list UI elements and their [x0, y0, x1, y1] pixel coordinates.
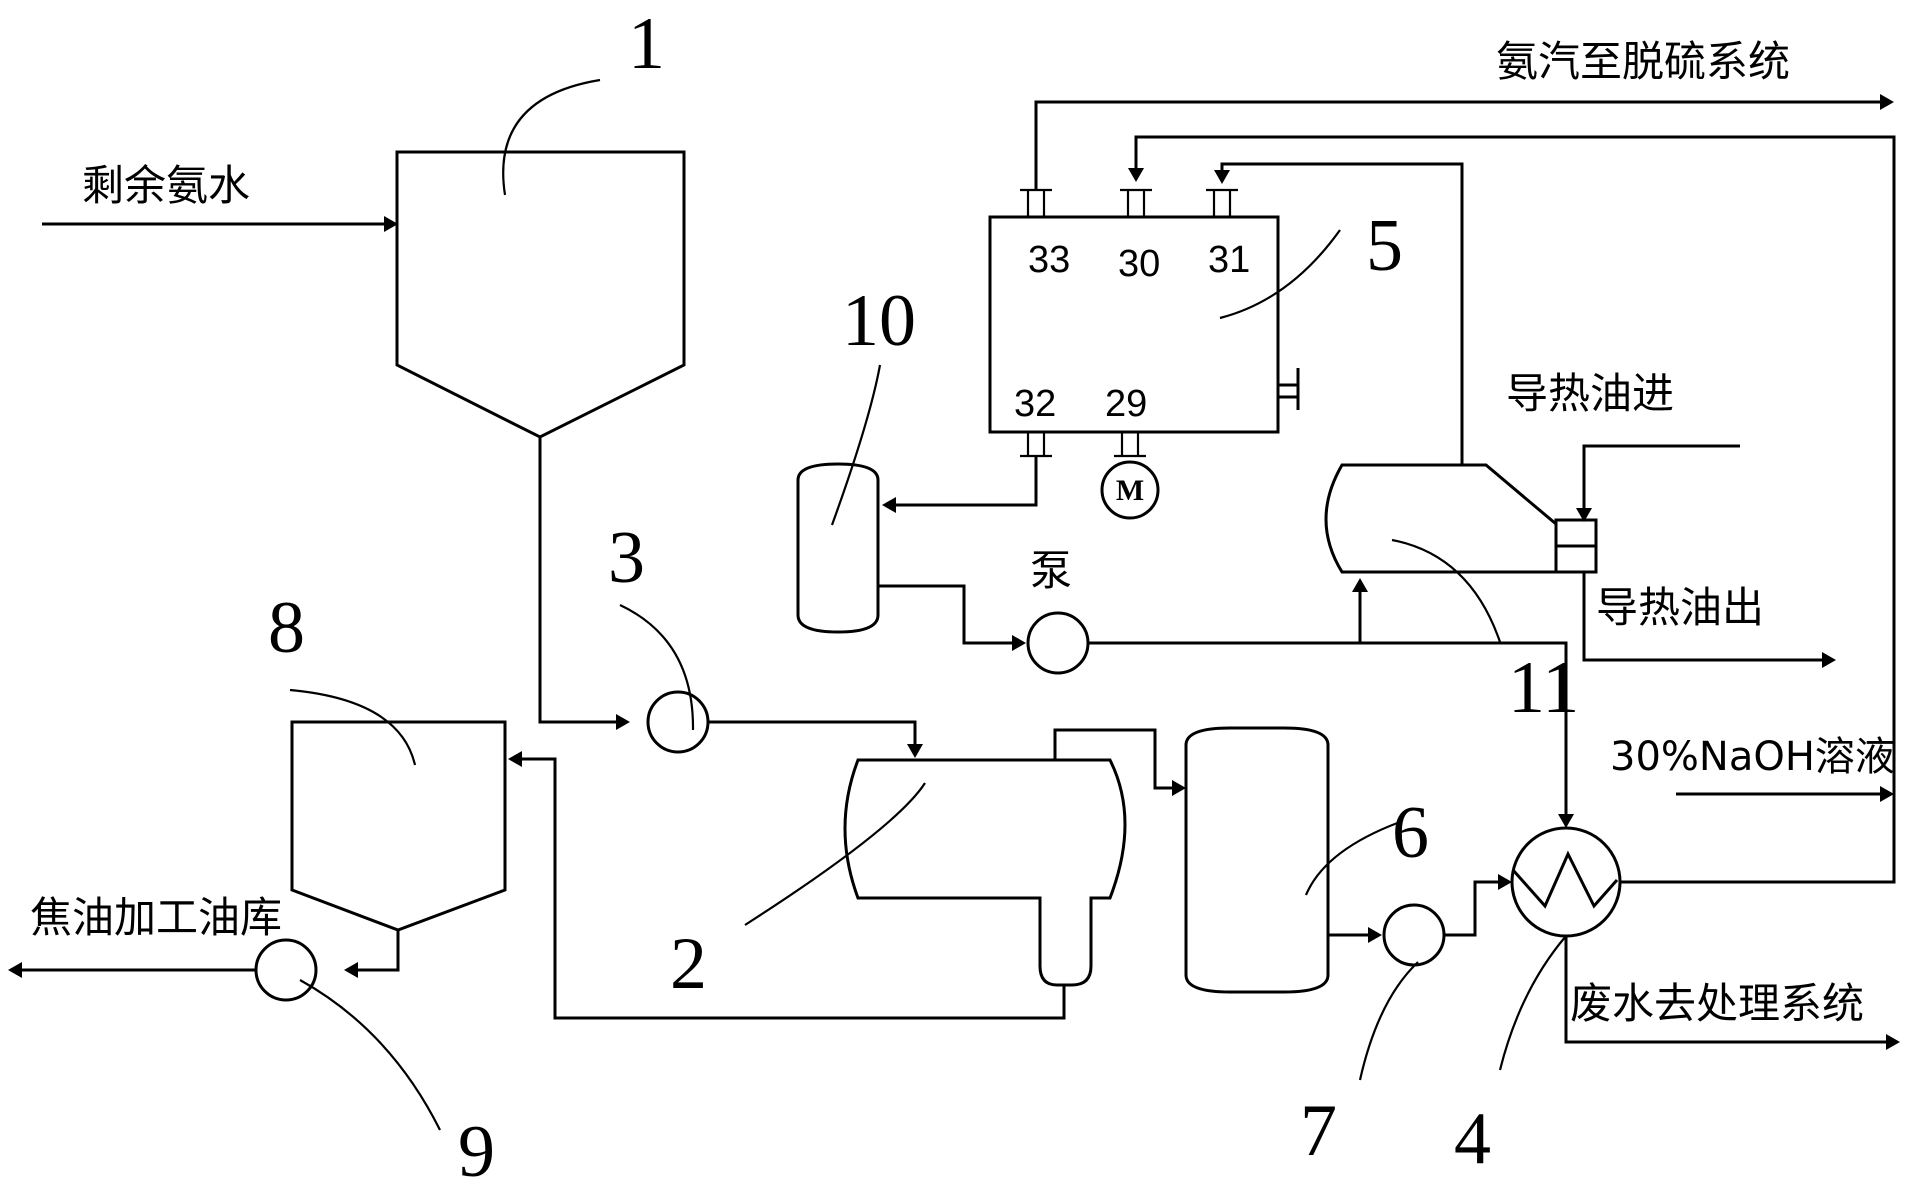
- label-1: 1: [628, 3, 665, 85]
- pump-7: [1382, 903, 1446, 967]
- line-separator2-to-tank8: [508, 751, 1066, 1020]
- separator-2: [843, 758, 1127, 987]
- line-naoh-feed: [1676, 786, 1894, 802]
- label-heat-oil-out: 导热油出: [1596, 583, 1764, 632]
- line-port33-to-desulfurization: [1020, 94, 1894, 217]
- line-pump-to-evaporator11: [1088, 578, 1368, 645]
- leader-10: [830, 364, 882, 526]
- line-exchanger4-to-wastewater: [1564, 936, 1900, 1050]
- label-naoh-solution: 30%NaOH溶液: [1610, 734, 1895, 780]
- line-separator2-to-tank6: [1053, 728, 1186, 796]
- leader-2: [744, 782, 926, 926]
- motor-agitator: M: [1100, 432, 1160, 520]
- feed-line-remaining-ammonia: [42, 216, 398, 232]
- pump-unnumbered: [1026, 611, 1090, 675]
- leader-lines: [289, 78, 1567, 1131]
- line-vessel10-to-pump: [878, 584, 1026, 651]
- label-2: 2: [670, 923, 707, 1005]
- label-4: 4: [1454, 1098, 1491, 1180]
- leader-3: [619, 604, 695, 731]
- label-6: 6: [1392, 792, 1429, 874]
- label-wastewater-treatment: 废水去处理系统: [1570, 979, 1864, 1028]
- leader-7: [1358, 961, 1419, 1081]
- leader-5: [1219, 229, 1341, 320]
- line-evaporator11-to-port31: [1206, 162, 1464, 465]
- label-remaining-ammonia-water: 剩余氨水: [82, 161, 250, 210]
- vessel-10: [796, 462, 880, 634]
- heat-exchanger-4: [1510, 826, 1622, 938]
- tank-8: [290, 720, 507, 932]
- port-33: 33: [1028, 239, 1070, 281]
- label-tar-depot: 焦油加工油库: [30, 893, 282, 942]
- port-29: 29: [1105, 383, 1147, 425]
- nozzle-port30: [1120, 188, 1152, 217]
- line-pump7-to-exchanger4: [1444, 874, 1512, 937]
- leader-11: [1391, 538, 1502, 643]
- leader-6: [1304, 820, 1401, 896]
- port-31: 31: [1208, 239, 1250, 281]
- pump-3: [646, 690, 710, 754]
- line-heat-oil-in: [1576, 444, 1740, 522]
- line-evaporator11-to-exchanger4: [1360, 641, 1574, 828]
- leader-4: [1498, 935, 1567, 1071]
- line-tank1-to-pump3: [538, 437, 630, 730]
- line-heat-oil-out: [1582, 572, 1836, 668]
- label-10: 10: [842, 280, 916, 362]
- label-3: 3: [608, 517, 645, 599]
- line-tank6-to-pump7: [1328, 927, 1382, 943]
- label-heat-oil-in: 导热油进: [1506, 369, 1674, 418]
- label-8: 8: [268, 587, 305, 669]
- line-pump3-to-separator2: [708, 720, 923, 758]
- line-port32-to-vessel10: [882, 432, 1052, 513]
- port-32: 32: [1014, 383, 1056, 425]
- line-exchanger4-to-port30: [1128, 135, 1896, 884]
- line-pump9-to-tar-depot: [8, 962, 256, 978]
- tank-1: [395, 150, 686, 439]
- label-pump: 泵: [1030, 546, 1072, 595]
- leader-1: [502, 78, 601, 196]
- pump-9: [254, 938, 318, 1002]
- column-5: [988, 215, 1300, 434]
- label-5: 5: [1366, 205, 1403, 287]
- label-ammonia-to-desulfurization: 氨汽至脱硫系统: [1496, 37, 1790, 86]
- leader-8: [289, 688, 417, 766]
- evaporator-11: [1324, 463, 1598, 574]
- tank-6: [1184, 726, 1330, 994]
- port-30: 30: [1118, 243, 1160, 285]
- label-7: 7: [1300, 1090, 1337, 1172]
- leader-9: [299, 979, 441, 1131]
- label-9: 9: [458, 1111, 495, 1184]
- motor-label: M: [1116, 474, 1144, 507]
- line-tank8-to-pump9: [344, 930, 400, 978]
- label-11: 11: [1508, 647, 1579, 729]
